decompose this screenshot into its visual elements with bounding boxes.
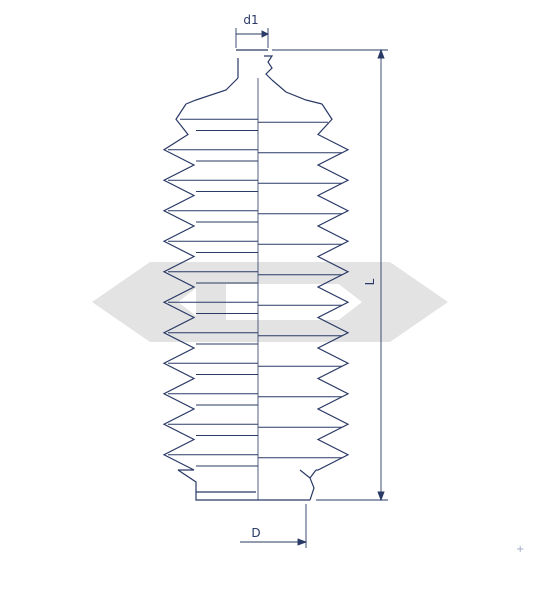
bellows-boot — [162, 49, 350, 501]
dimension-l — [272, 48, 388, 502]
left-bellows-profile — [162, 103, 196, 471]
small-end-collar — [236, 49, 274, 81]
dimension-d1 — [235, 28, 270, 48]
right-bellows-profile — [316, 103, 350, 471]
internal-ribs — [168, 118, 342, 467]
large-end-collar — [177, 469, 317, 501]
dimension-d — [240, 504, 308, 548]
label-l: L — [363, 278, 377, 285]
watermark-logo — [92, 262, 448, 342]
corner-mark: + — [516, 544, 524, 555]
label-d: D — [251, 526, 260, 540]
boot-shoulder — [185, 77, 323, 105]
label-d1: d1 — [243, 13, 258, 27]
